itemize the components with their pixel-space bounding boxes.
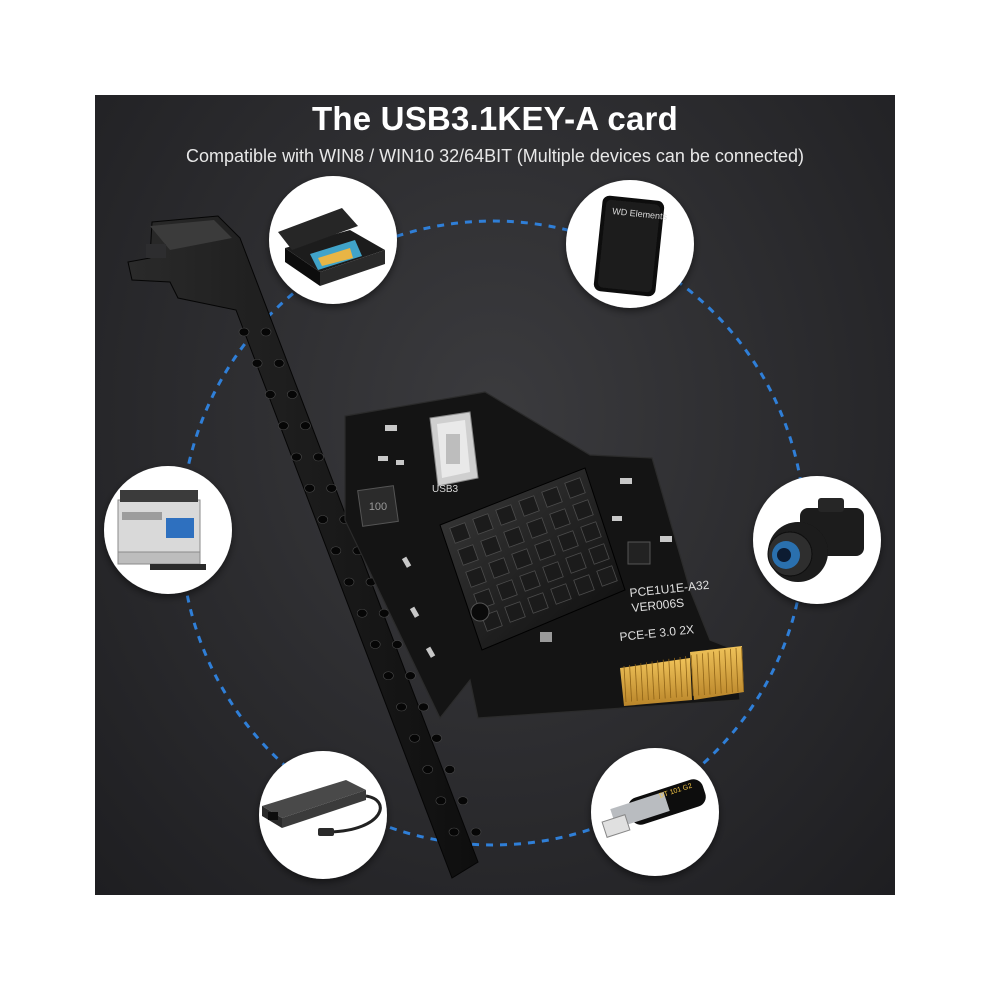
page-title: The USB3.1KEY-A card — [312, 100, 678, 137]
device-bubble-scanner — [269, 176, 397, 304]
svg-text:VER006S: VER006S — [631, 596, 685, 615]
device-bubble-hard-drive: WD Elements — [566, 180, 694, 308]
device-bubble-flash-drive: DT 101 G2 — [591, 748, 719, 876]
pcb-card: 100 USB3 PCE1U1E-A32 VER006S PCE-E 3.0 2… — [344, 391, 744, 720]
scanner-icon — [278, 208, 385, 286]
page-subtitle: Compatible with WIN8 / WIN10 32/64BIT (M… — [186, 146, 804, 166]
camera-icon — [767, 498, 864, 582]
device-bubble-usb-hub — [259, 751, 387, 879]
printer-icon — [117, 490, 206, 570]
usb-hub-icon — [262, 780, 382, 836]
svg-text:100: 100 — [369, 501, 387, 513]
svg-text:USB3: USB3 — [432, 484, 459, 495]
heatsink — [439, 467, 626, 651]
device-bubble-camera — [753, 476, 881, 604]
inductor-component: 100 — [357, 485, 399, 527]
gold-contacts — [620, 646, 744, 706]
device-bubble-printer — [104, 466, 232, 594]
hard-drive-icon: WD Elements — [593, 195, 668, 297]
usb-header-connector — [429, 411, 479, 487]
